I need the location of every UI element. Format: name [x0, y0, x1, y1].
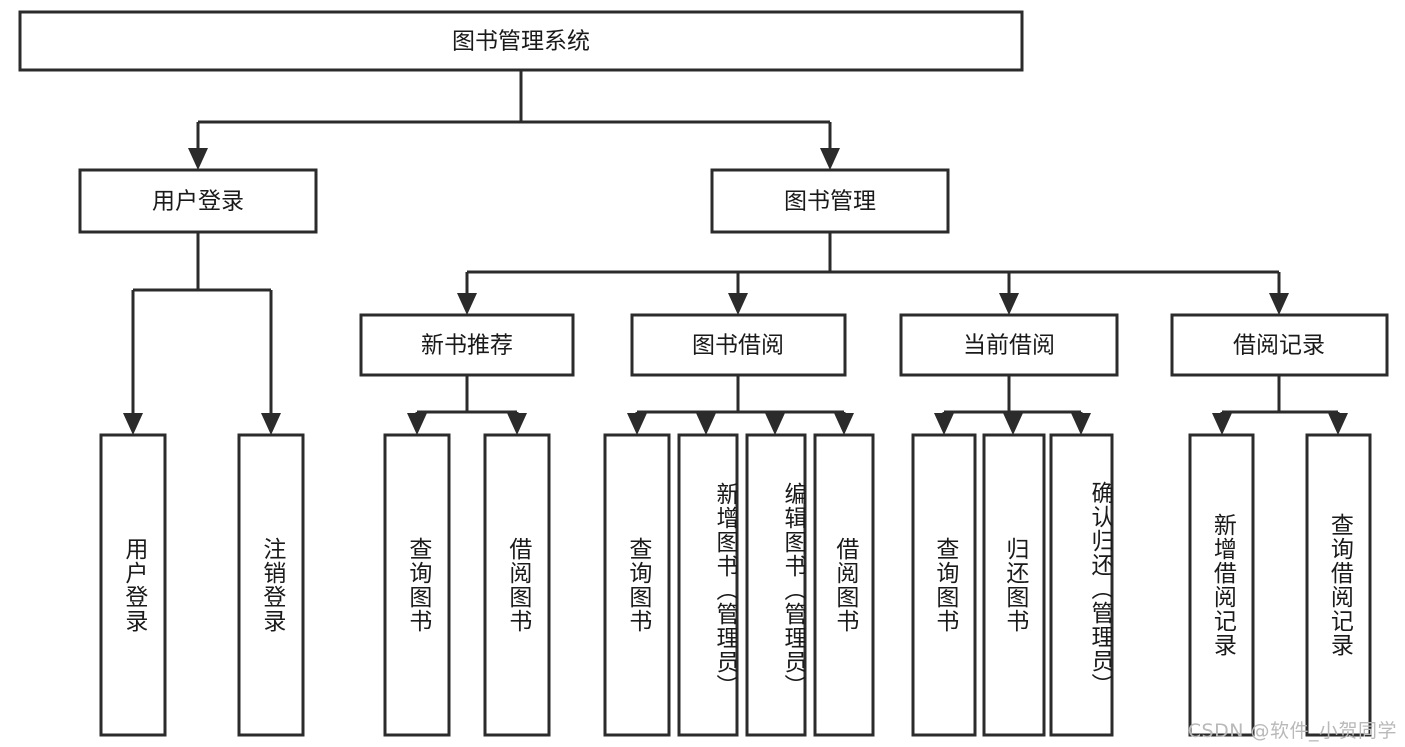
leaf-box-user-login[interactable] [99, 433, 167, 737]
arrow-bb-leaf-edit-book [765, 413, 785, 435]
arrow-nb-leaf-query-book [407, 413, 427, 435]
connector-group-book-manage-to-level3 [457, 232, 1289, 315]
leaf-box-br-add-record[interactable] [1188, 433, 1255, 737]
leaf-box-nb-query-book[interactable] [383, 433, 451, 737]
leaf-box-bb-query-book[interactable] [603, 433, 671, 737]
leaf-box-br-query-record[interactable] [1305, 433, 1372, 737]
node-root-system-label: 图书管理系统 [452, 29, 590, 55]
arrow-user-login [188, 148, 208, 170]
node-book-manage-label: 图书管理 [784, 189, 876, 215]
node-current-borrow[interactable] [899, 313, 1119, 377]
node-new-book-recommend-label: 新书推荐 [421, 333, 513, 359]
node-book-borrow[interactable] [630, 313, 847, 377]
arrow-leaf-logout [261, 413, 281, 435]
leaf-box-cb-query-book[interactable] [911, 433, 977, 737]
arrow-cb-leaf-confirm-return [1071, 413, 1091, 435]
connector-group-user-login-to-leaves [123, 232, 281, 435]
node-current-borrow-label: 当前借阅 [963, 333, 1055, 359]
arrow-bb-leaf-add-book [696, 413, 716, 435]
leaf-box-logout[interactable] [237, 433, 305, 737]
arrow-bb-leaf-query-book [627, 413, 647, 435]
leaf-box-nb-borrow-book[interactable] [483, 433, 551, 737]
arrow-borrow-record [1269, 293, 1289, 315]
leaf-box-cb-confirm-return[interactable] [1049, 433, 1114, 737]
arrow-book-borrow [728, 293, 748, 315]
node-user-login-label: 用户登录 [152, 189, 244, 215]
node-user-login[interactable] [78, 168, 318, 234]
arrow-nb-leaf-borrow-book [507, 413, 527, 435]
connector-group-current-borrow-to-leaves [934, 375, 1091, 435]
node-borrow-record-label: 借阅记录 [1233, 333, 1325, 359]
connector-group-new-book-to-leaves [407, 375, 527, 435]
node-new-book-recommend[interactable] [359, 313, 575, 377]
arrow-current-borrow [999, 293, 1019, 315]
connector-group-book-borrow-to-leaves [627, 375, 854, 435]
connector-group-root-to-level2 [188, 70, 840, 170]
arrow-leaf-user-login [123, 413, 143, 435]
node-book-manage[interactable] [710, 168, 950, 234]
arrow-bb-leaf-borrow-book [834, 413, 854, 435]
arrow-cb-leaf-return-book [1003, 413, 1023, 435]
node-borrow-record[interactable] [1170, 313, 1389, 377]
leaf-box-bb-borrow-book[interactable] [813, 433, 875, 737]
arrow-new-book-recommend [457, 293, 477, 315]
watermark-credit: CSDN @软件_小贺同学 [1187, 720, 1397, 742]
leaf-box-cb-return-book[interactable] [982, 433, 1046, 737]
node-book-borrow-label: 图书借阅 [692, 333, 784, 359]
arrow-br-leaf-query-record [1328, 413, 1348, 435]
leaf-box-bb-edit-book[interactable] [745, 433, 807, 737]
leaf-box-bb-add-book[interactable] [677, 433, 739, 737]
arrow-cb-leaf-query-book [934, 413, 954, 435]
connector-group-borrow-record-to-leaves [1212, 375, 1348, 435]
node-root-system[interactable] [18, 10, 1024, 72]
arrow-book-manage [820, 148, 840, 170]
arrow-br-leaf-add-record [1212, 413, 1232, 435]
